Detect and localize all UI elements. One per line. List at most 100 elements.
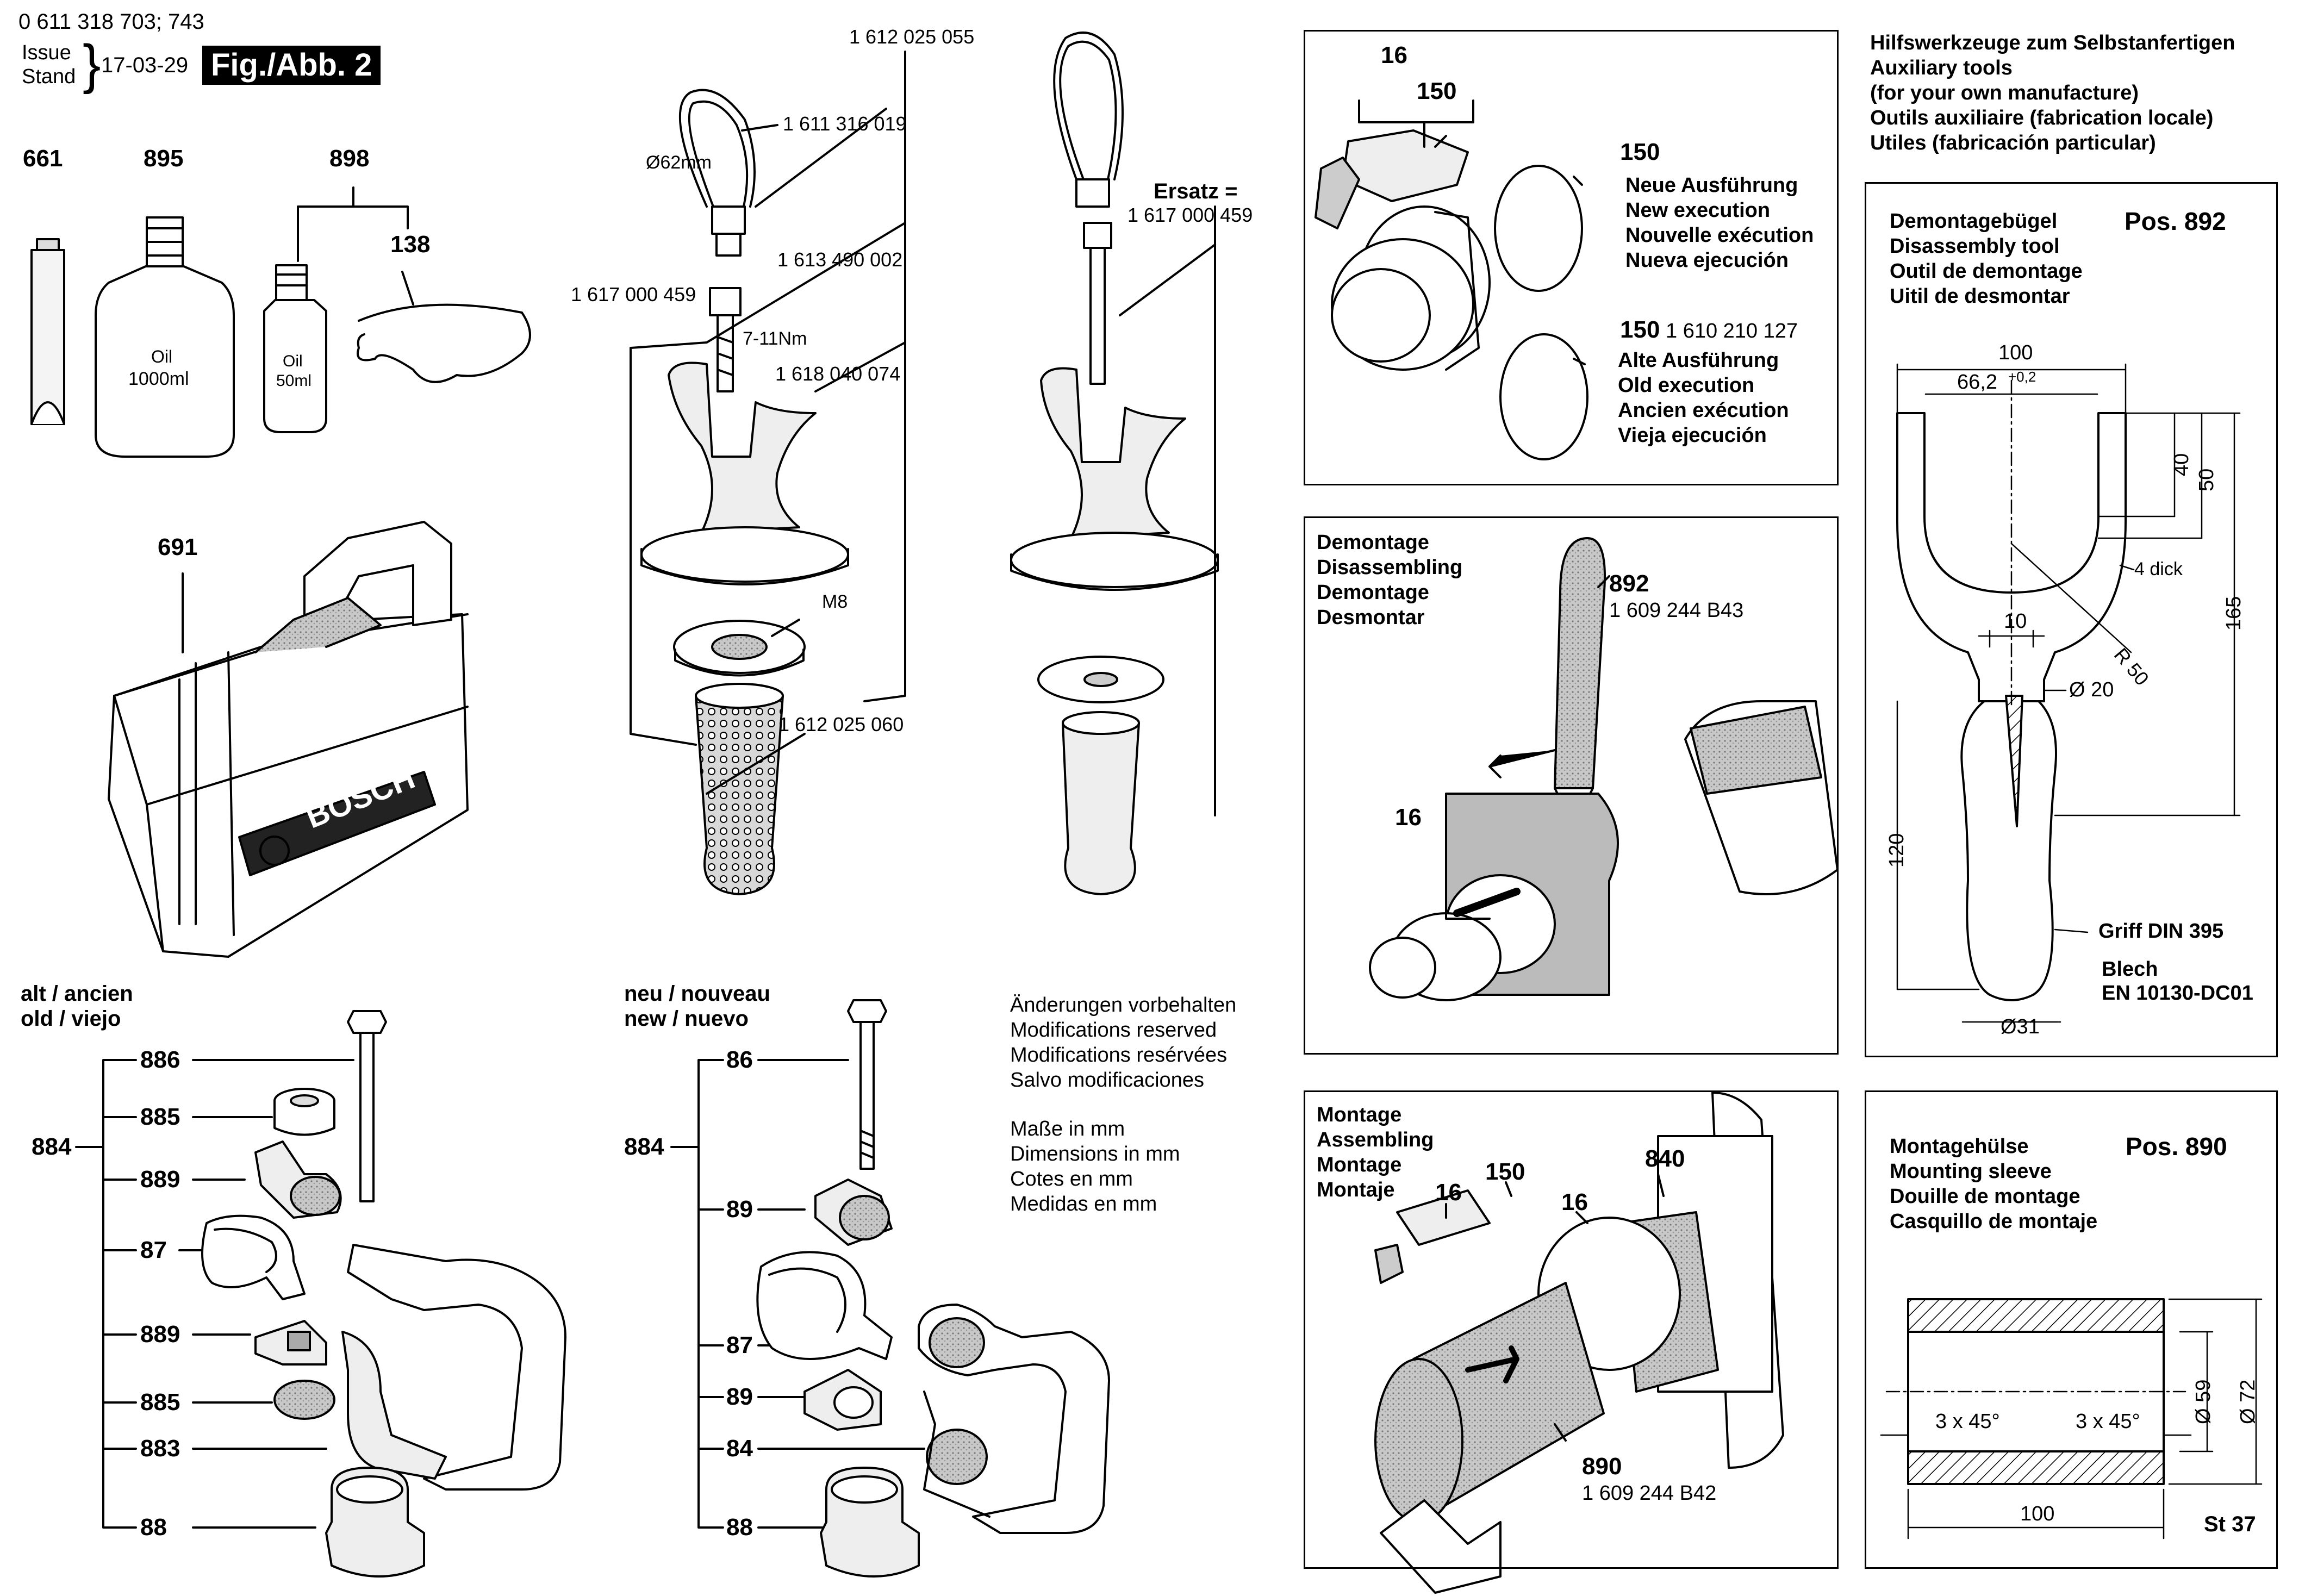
old-item-885: 885 [140, 1104, 180, 1130]
new-clamp-piece-2-drawing [803, 1369, 882, 1431]
tool892-en: Disassembly tool [1890, 235, 2060, 258]
note-units-de: Maße in mm [1010, 1118, 1125, 1140]
old-item-886: 886 [140, 1046, 180, 1073]
replacement-label: Ersatz = [1154, 179, 1238, 203]
note-changes-es: Salvo modificaciones [1010, 1069, 1204, 1092]
old-item-889b: 889 [140, 1321, 180, 1348]
old-exec-de: Alte Ausführung [1618, 349, 1779, 372]
tool892-dim-66: 66,2 [1957, 371, 1997, 394]
chuck-sleeve-drawing [1315, 129, 1491, 371]
pn-grip: 1 612 025 060 [778, 713, 904, 735]
grease-tube-drawing [30, 238, 65, 425]
tools-header-en2: (for your own manufacture) [1870, 82, 2139, 104]
handle-body-left-drawing [640, 361, 849, 585]
panel-rings [1304, 30, 1839, 485]
assembly-scene-drawing [1374, 1092, 1784, 1594]
carrying-case-drawing [108, 521, 469, 958]
old-knob-drawing [325, 1467, 425, 1578]
tool890-en: Mounting sleeve [1890, 1160, 2052, 1183]
tool892-pos: Pos. 892 [2125, 207, 2226, 235]
rings-p150a: 150 [1417, 78, 1457, 104]
grip-right-drawing [1062, 711, 1140, 895]
tool890-es: Casquillo de montaje [1890, 1210, 2098, 1233]
replacement-pn: 1 617 000 459 [1127, 204, 1253, 226]
old-yoke-drawing [341, 1244, 566, 1491]
tool890-chamfer-left: 3 x 45° [1935, 1410, 2000, 1433]
tool890-dia-72: Ø 72 [2237, 1379, 2259, 1424]
tool892-es: Uitil de desmontar [1890, 285, 2070, 308]
new-ring-clamp-drawing [756, 1251, 893, 1360]
old-title-2: old / viejo [21, 1007, 121, 1031]
oil-large-label: Oil [151, 347, 173, 366]
tool890-fr: Douille de montage [1890, 1185, 2080, 1208]
tool892-dim-10: 10 [2004, 610, 2027, 633]
new-item-84: 84 [726, 1435, 753, 1462]
assembly-p890: 890 [1582, 1453, 1622, 1480]
screw-left-drawing [709, 287, 742, 392]
disassembly-de: Demontage [1317, 531, 1429, 554]
oil-large-volume: 1000ml [128, 369, 189, 389]
brace: } [83, 34, 101, 95]
tool892-thickness: 4 dick [2134, 559, 2183, 579]
handle-strap-left-drawing [678, 89, 756, 257]
note-units-fr: Cotes en mm [1010, 1168, 1133, 1190]
tool892-sheet-1: Blech [2102, 958, 2158, 981]
note-units-en: Dimensions in mm [1010, 1143, 1180, 1165]
panel-disassembly [1304, 516, 1839, 1055]
panel-assembly [1304, 1090, 1839, 1569]
disassembly-p16: 16 [1395, 804, 1422, 831]
tool892-fr: Outil de demontage [1890, 260, 2083, 283]
handle-strap-right-drawing [1053, 32, 1124, 208]
handle-body-right-drawing [1010, 367, 1219, 703]
assembly-de: Montage [1317, 1104, 1402, 1126]
tool892-dim-120: 120 [1885, 833, 1908, 868]
disassembly-scene-drawing [1369, 537, 1839, 1001]
disassembly-tool-892-drawing [1896, 412, 2127, 1001]
part-label-898: 898 [329, 145, 370, 172]
tool890-dim-100: 100 [2020, 1503, 2055, 1525]
tool892-de: Demontagebügel [1890, 210, 2058, 233]
oil-bottle-small-drawing [263, 264, 327, 433]
old-gear-washer-drawing [273, 1380, 335, 1420]
disassembly-p892: 892 [1609, 570, 1649, 597]
pn-handle-complete: 1 612 025 055 [849, 26, 975, 48]
new-title-1: neu / nouveau [624, 982, 770, 1006]
rings-p150c-pn: 1 610 210 127 [1666, 320, 1798, 342]
old-bolt-drawing [347, 1010, 387, 1202]
part-label-895: 895 [144, 145, 184, 172]
note-changes-fr: Modifications resérvées [1010, 1044, 1228, 1067]
strap-diameter: Ø62mm [646, 152, 712, 173]
rings-p16: 16 [1381, 42, 1407, 68]
assembly-p890-pn: 1 609 244 B42 [1582, 1482, 1717, 1505]
old-item-885b: 885 [140, 1389, 180, 1416]
old-group-884: 884 [32, 1133, 72, 1160]
new-bolt-drawing [847, 999, 887, 1170]
issue-date: 17-03-29 [101, 53, 189, 77]
part-numbers-header: 0 611 318 703; 743 [18, 10, 204, 34]
new-exec-fr: Nouvelle exécution [1625, 224, 1814, 247]
new-exec-es: Nueva ejecución [1625, 249, 1789, 272]
old-ring-clamp-drawing [201, 1214, 306, 1300]
new-group-884: 884 [624, 1133, 664, 1160]
tool892-dim-50: 50 [2195, 468, 2218, 491]
old-nut-drawing [273, 1088, 335, 1136]
pn-bracket: 1 613 490 002 [777, 248, 903, 271]
assembly-p150: 150 [1485, 1158, 1525, 1185]
disassembly-p892-pn: 1 609 244 B43 [1609, 599, 1744, 622]
old-exec-fr: Ancien exécution [1618, 399, 1789, 422]
assembly-p16b: 16 [1561, 1189, 1588, 1215]
tool892-grip: Griff DIN 395 [2098, 920, 2224, 943]
assembly-p840: 840 [1645, 1145, 1685, 1172]
disassembly-es: Desmontar [1317, 606, 1425, 629]
new-knob-drawing [820, 1467, 920, 1578]
new-item-88: 88 [726, 1514, 753, 1541]
new-item-89b: 89 [726, 1383, 753, 1410]
part-label-691: 691 [158, 534, 198, 560]
old-item-883: 883 [140, 1435, 180, 1462]
issue-label: Issue [22, 41, 71, 64]
tool892-dim-66-tol: +0,2 [2008, 369, 2036, 385]
tools-header-fr: Outils auxiliaire (fabrication locale) [1870, 107, 2214, 129]
tool892-dim-100: 100 [1998, 341, 2033, 364]
